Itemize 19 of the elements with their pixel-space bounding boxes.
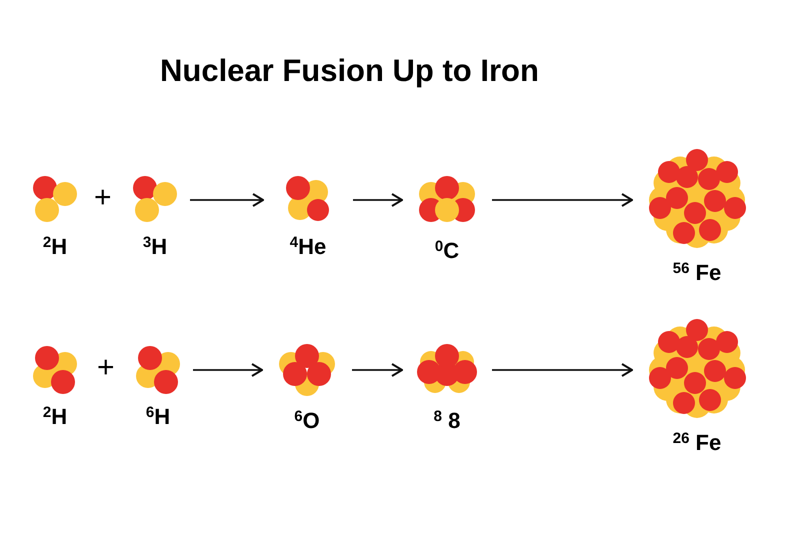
arrow: [352, 363, 403, 377]
plus-sign: +: [97, 353, 115, 383]
isotope-label: $^{6}$O: [294, 410, 320, 432]
arrow: [190, 193, 264, 207]
isotope-label: $^{8}$ 8: [434, 410, 460, 432]
isotope-label: $^{6}$H: [146, 406, 170, 428]
isotope-label: $^{3}$H: [142, 236, 168, 258]
isotope-label: $^{4}$He: [290, 236, 326, 258]
isotope-label: $^{2}$H: [42, 236, 68, 258]
isotope-label: $^{2}$H: [42, 406, 68, 428]
arrow: [353, 193, 403, 207]
isotope-label: $^{0}$C: [434, 240, 460, 262]
arrow: [492, 363, 633, 377]
isotope-label: $^{56}$ Fe: [672, 262, 722, 284]
arrow: [193, 363, 263, 377]
diagram-title: Nuclear Fusion Up to Iron: [160, 52, 539, 90]
arrow: [492, 193, 633, 207]
isotope-label: $^{26}$ Fe: [672, 432, 722, 454]
plus-sign: +: [94, 183, 112, 213]
